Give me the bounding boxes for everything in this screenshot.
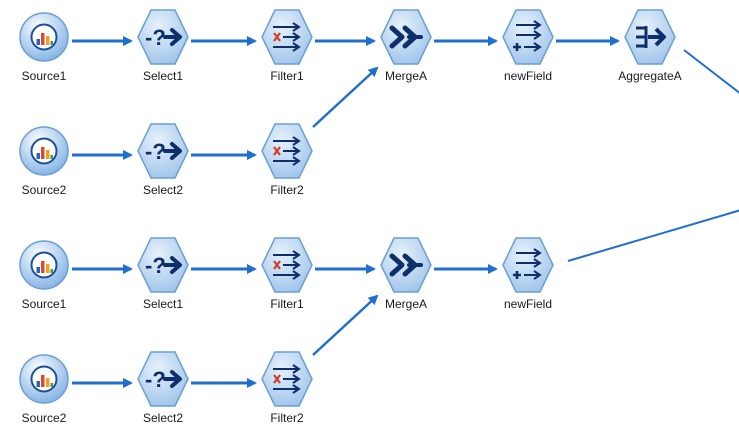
node-label: newField bbox=[503, 297, 553, 311]
node-label: Select1 bbox=[142, 297, 184, 311]
node-label: Filter1 bbox=[270, 69, 304, 83]
select-question-arrow-icon: -? bbox=[137, 237, 189, 293]
node-select2-second[interactable]: -? Select2 bbox=[113, 351, 213, 435]
svg-text:-?: -? bbox=[145, 253, 166, 278]
node-mergea[interactable]: MergeA bbox=[356, 9, 456, 93]
node-label: Filter2 bbox=[270, 411, 304, 425]
node-source1-second[interactable]: Source1 bbox=[0, 237, 94, 321]
node-mergea-second[interactable]: MergeA bbox=[356, 237, 456, 321]
select-question-arrow-icon: -? bbox=[137, 123, 189, 179]
node-filter2-second[interactable]: Filter2 bbox=[237, 351, 337, 435]
link-newfieldb-offscreen[interactable] bbox=[567, 209, 739, 262]
filter-fields-icon bbox=[261, 123, 313, 179]
node-label: MergeA bbox=[384, 69, 428, 83]
node-label: Select2 bbox=[142, 183, 184, 197]
select-question-arrow-icon: -? bbox=[137, 9, 189, 65]
node-newfield[interactable]: newField bbox=[478, 9, 578, 93]
node-label: Select2 bbox=[142, 411, 184, 425]
node-label: Source1 bbox=[21, 297, 67, 311]
merge-double-chevron-icon bbox=[380, 9, 432, 65]
node-label: Source2 bbox=[21, 411, 67, 425]
node-select1[interactable]: -? Select1 bbox=[113, 9, 213, 93]
node-filter2[interactable]: Filter2 bbox=[237, 123, 337, 207]
select-question-arrow-icon: -? bbox=[137, 351, 189, 407]
database-source-icon bbox=[19, 12, 69, 62]
filter-fields-icon bbox=[261, 351, 313, 407]
svg-text:-?: -? bbox=[145, 25, 166, 50]
svg-text:-?: -? bbox=[145, 367, 166, 392]
node-filter1[interactable]: Filter1 bbox=[237, 9, 337, 93]
svg-text:-?: -? bbox=[145, 139, 166, 164]
node-aggregatea[interactable]: AggregateA bbox=[600, 9, 700, 93]
link-filter2b-mergeab[interactable] bbox=[312, 294, 379, 356]
node-label: Source2 bbox=[21, 183, 67, 197]
node-select1-second[interactable]: -? Select1 bbox=[113, 237, 213, 321]
link-aggregatea-offscreen[interactable] bbox=[683, 49, 739, 94]
derive-new-field-icon bbox=[502, 9, 554, 65]
node-source2[interactable]: Source2 bbox=[0, 123, 94, 207]
node-newfield-second[interactable]: newField bbox=[478, 237, 578, 321]
node-source2-second[interactable]: Source2 bbox=[0, 351, 94, 435]
node-source1[interactable]: Source1 bbox=[0, 9, 94, 93]
link-filter2-mergea[interactable] bbox=[312, 66, 379, 128]
database-source-icon bbox=[19, 354, 69, 404]
node-label: newField bbox=[503, 69, 553, 83]
node-filter1-second[interactable]: Filter1 bbox=[237, 237, 337, 321]
filter-fields-icon bbox=[261, 9, 313, 65]
node-label: Filter1 bbox=[270, 297, 304, 311]
node-label: Source1 bbox=[21, 69, 67, 83]
node-label: Filter2 bbox=[270, 183, 304, 197]
filter-fields-icon bbox=[261, 237, 313, 293]
node-label: AggregateA bbox=[618, 69, 682, 83]
node-label: MergeA bbox=[384, 297, 428, 311]
database-source-icon bbox=[19, 126, 69, 176]
node-select2[interactable]: -? Select2 bbox=[113, 123, 213, 207]
database-source-icon bbox=[19, 240, 69, 290]
node-label: Select1 bbox=[142, 69, 184, 83]
derive-new-field-icon bbox=[502, 237, 554, 293]
merge-double-chevron-icon bbox=[380, 237, 432, 293]
aggregate-icon bbox=[624, 9, 676, 65]
